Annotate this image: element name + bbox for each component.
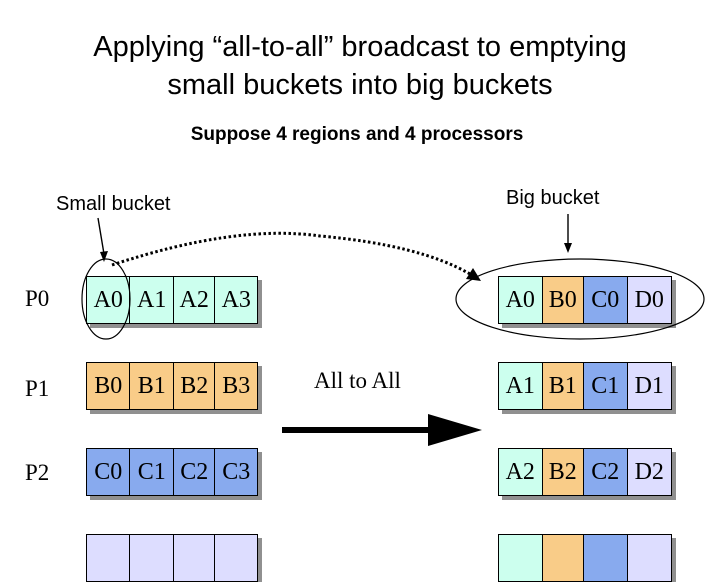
- small-bucket-cell: A0: [87, 277, 131, 323]
- big-bucket-cell: D0: [627, 277, 671, 323]
- big-bucket-cell: [627, 535, 671, 581]
- big-bucket-cell: A1: [499, 363, 543, 409]
- small-bucket-cell: C1: [130, 449, 174, 495]
- big-bucket-cell: B0: [542, 277, 585, 323]
- big-bucket-row-p3: [498, 534, 672, 582]
- big-bucket-cell: D1: [627, 363, 671, 409]
- small-bucket-cell: A1: [130, 277, 174, 323]
- small-bucket-row-p2: C0 C1 C2 C3: [86, 448, 258, 496]
- small-bucket-cell: A3: [215, 277, 257, 323]
- big-bucket-cell: C2: [584, 449, 628, 495]
- small-bucket-cell: C2: [173, 449, 216, 495]
- processor-label-p1: P1: [25, 376, 50, 401]
- small-bucket-cell: C3: [215, 449, 257, 495]
- big-bucket-cell: C0: [584, 277, 628, 323]
- all-to-all-arrow-icon: [282, 414, 482, 446]
- small-bucket-cell: B1: [130, 363, 174, 409]
- processor-label-p0: P0: [25, 286, 50, 311]
- big-bucket-cell: [542, 535, 585, 581]
- small-bucket-cell: B2: [173, 363, 216, 409]
- small-bucket-row-p0: A0 A1 A2 A3: [86, 276, 258, 324]
- big-bucket-row-p2: A2 B2 C2 D2: [498, 448, 672, 496]
- big-bucket-cell: D2: [627, 449, 671, 495]
- big-bucket-cell: B2: [542, 449, 585, 495]
- big-bucket-cell: [584, 535, 628, 581]
- small-bucket-cell: C0: [87, 449, 131, 495]
- small-bucket-row-p1: B0 B1 B2 B3: [86, 362, 258, 410]
- small-bucket-cell: [173, 535, 216, 581]
- big-bucket-cell: C1: [584, 363, 628, 409]
- big-bucket-cell: [499, 535, 543, 581]
- title-line-1: Applying “all-to-all” broadcast to empty…: [93, 31, 627, 63]
- small-bucket-label: Small bucket: [56, 193, 171, 215]
- big-bucket-ellipse: [455, 258, 705, 340]
- small-bucket-cell: A2: [173, 277, 216, 323]
- all-to-all-label: All to All: [314, 368, 401, 393]
- big-bucket-row-p0: A0 B0 C0 D0: [498, 276, 672, 324]
- big-bucket-row-p1: A1 B1 C1 D1: [498, 362, 672, 410]
- small-bucket-ellipse: [81, 258, 131, 340]
- small-bucket-cell: B3: [215, 363, 257, 409]
- small-bucket-cell: [87, 535, 131, 581]
- big-bucket-label: Big bucket: [506, 187, 600, 209]
- small-bucket-cell: B0: [87, 363, 131, 409]
- big-bucket-pointer: [564, 214, 572, 253]
- small-bucket-cell: [130, 535, 174, 581]
- small-bucket-cell: [215, 535, 257, 581]
- small-bucket-row-p3: [86, 534, 258, 582]
- slide-subtitle: Suppose 4 regions and 4 processors: [190, 124, 524, 145]
- title-line-2: small buckets into big buckets: [167, 69, 553, 101]
- diagram-overlay: [81, 214, 705, 446]
- big-bucket-cell: A2: [499, 449, 543, 495]
- processor-label-p2: P2: [25, 460, 50, 485]
- small-bucket-pointer: [97, 217, 108, 262]
- big-bucket-cell: A0: [499, 277, 543, 323]
- dotted-broadcast-arrow: [111, 231, 481, 281]
- slide-title: Applying “all-to-all” broadcast to empty…: [0, 28, 720, 104]
- big-bucket-cell: B1: [542, 363, 585, 409]
